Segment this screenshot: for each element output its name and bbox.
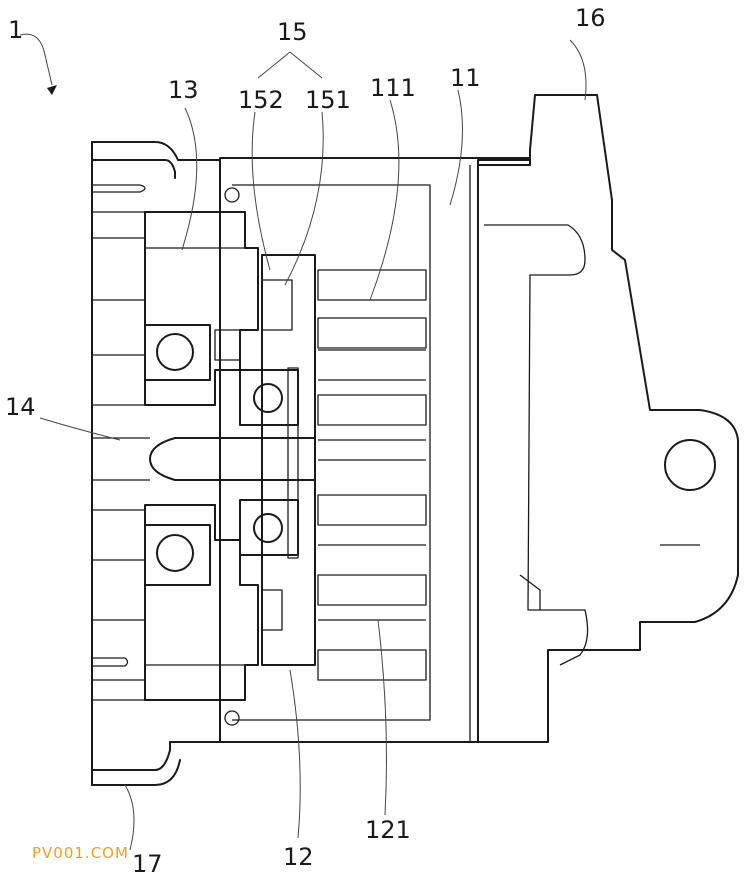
label-11: 11 — [450, 64, 481, 92]
carrier-12 — [239, 254, 316, 666]
label-1: 1 — [8, 16, 23, 44]
leader-lines — [19, 33, 587, 851]
end-cover-16 — [477, 94, 739, 743]
fins-111 — [317, 269, 427, 461]
watermark: PV001.COM — [32, 844, 129, 862]
label-17: 17 — [132, 850, 163, 878]
label-121: 121 — [365, 816, 411, 844]
bearing-housing-13 — [144, 211, 259, 701]
label-111: 111 — [370, 74, 416, 102]
upper-bearing — [144, 324, 241, 381]
shaft-14 — [92, 437, 316, 481]
label-12: 12 — [283, 843, 314, 871]
reference-labels: 1 15 16 13 152 151 111 11 14 17 12 121 — [5, 4, 606, 878]
fins-121 — [317, 494, 427, 681]
housing-11 — [219, 157, 531, 743]
label-15: 15 — [277, 18, 308, 46]
label-16: 16 — [575, 4, 606, 32]
label-14: 14 — [5, 393, 36, 421]
label-13: 13 — [168, 76, 199, 104]
label-152: 152 — [238, 86, 284, 114]
label-151: 151 — [305, 86, 351, 114]
left-frame-17 — [91, 141, 221, 786]
lower-bearing — [144, 524, 211, 586]
